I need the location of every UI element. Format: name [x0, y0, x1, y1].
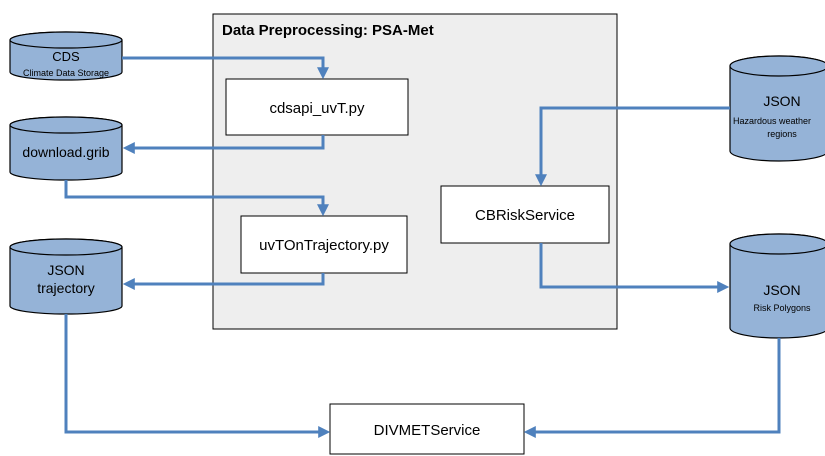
datastore-hazard-subtitle-line1: Hazardous weather: [733, 116, 811, 126]
panel-title: Data Preprocessing: PSA-Met: [222, 22, 434, 39]
datastore-risk-cylinder: JSON Risk Polygons: [729, 233, 825, 339]
arrow-cbrisk-to-risk: [539, 243, 730, 293]
arrow-hazard-to-cbrisk: [535, 106, 730, 187]
datastore-hazard-title: JSON: [763, 93, 800, 109]
datastore-download-cylinder: download.grib: [9, 116, 123, 181]
datastore-hazard-subtitle-line2: regions: [767, 129, 797, 139]
process-divmet-box: DIVMETService: [329, 403, 525, 455]
datastore-download-title: download.grib: [22, 144, 109, 160]
datastore-trajectory-cylinder: JSON trajectory: [9, 238, 123, 315]
arrow-risk-to-divmet: [523, 338, 781, 438]
datastore-hazard-cylinder: JSON Hazardous weather regions: [729, 55, 825, 162]
preprocessing-panel: Data Preprocessing: PSA-Met: [212, 13, 618, 330]
datastore-cds-cylinder: CDS Climate Data Storage: [9, 31, 123, 81]
arrow-download-to-uvt: [64, 180, 329, 217]
process-cdsapi-label: cdsapi_uvT.py: [269, 100, 365, 117]
datastore-risk-subtitle: Risk Polygons: [753, 303, 811, 313]
process-uvt-box: uvTOnTrajectory.py: [240, 215, 408, 274]
arrow-cdsapi-to-download: [122, 135, 325, 154]
datastore-trajectory-subtitle: trajectory: [37, 280, 95, 296]
process-cbrisk-label: CBRiskService: [475, 207, 575, 224]
arrow-uvt-to-trajectory: [122, 273, 325, 290]
datastore-cds-title: CDS: [52, 49, 80, 64]
datastore-cds-subtitle: Climate Data Storage: [23, 68, 109, 78]
process-cbrisk-box: CBRiskService: [440, 185, 610, 244]
process-uvt-label: uvTOnTrajectory.py: [259, 237, 389, 254]
process-divmet-label: DIVMETService: [374, 422, 481, 439]
datastore-trajectory-title: JSON: [47, 262, 84, 278]
arrow-cds-to-cdsapi: [122, 56, 329, 80]
arrow-trajectory-to-divmet: [64, 314, 331, 438]
process-cdsapi-box: cdsapi_uvT.py: [225, 78, 409, 136]
datastore-risk-title: JSON: [763, 282, 800, 298]
